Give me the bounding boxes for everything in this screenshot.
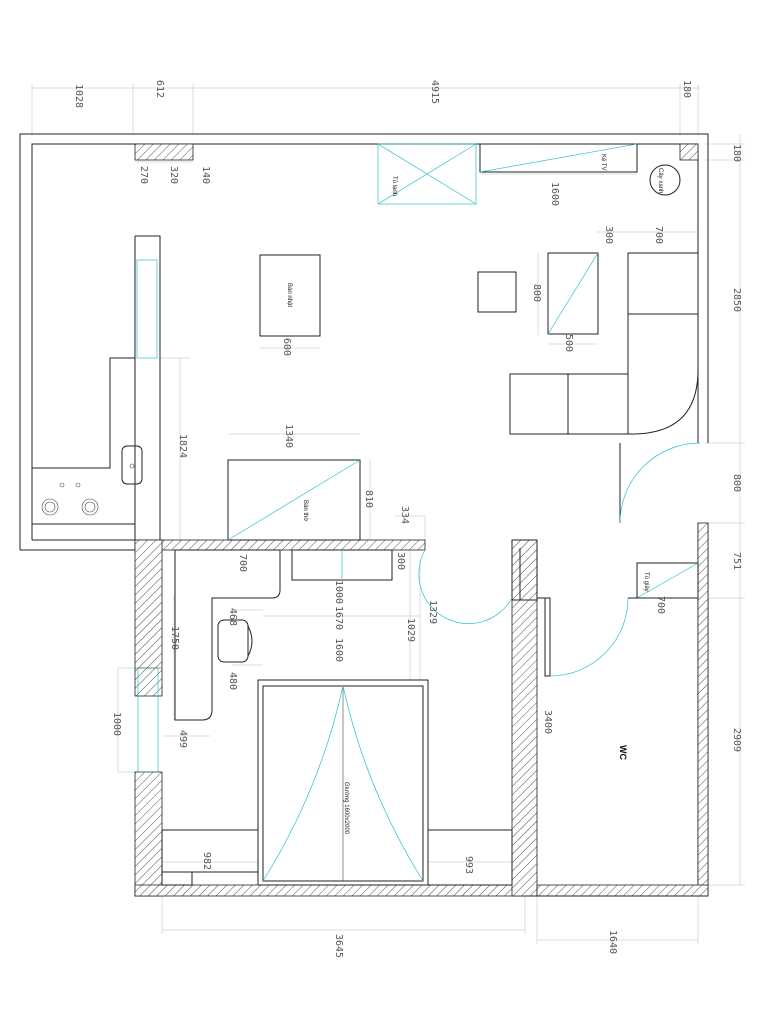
altar-table: Bàn thờ: [227, 459, 361, 541]
dim-top-180: 180: [681, 80, 692, 98]
dim-3645: 3645: [333, 934, 344, 958]
shoe-cabinet: Tủ giày: [636, 562, 699, 599]
bed-label: Giường 1600x2000: [343, 782, 349, 835]
dim-right-800: 800: [731, 474, 742, 492]
dim-468: 468: [227, 608, 238, 626]
kitchen-counter: [32, 235, 161, 540]
dim-810: 810: [363, 490, 374, 508]
dim-1000-win: 1000: [111, 712, 122, 736]
window-bedroom: [135, 667, 162, 773]
dim-993: 993: [463, 856, 474, 874]
dim-800-table: 800: [531, 284, 542, 302]
bed: Giường 1600x2000: [257, 679, 429, 886]
dimension-texts: 1028 612 4915 180 180 2850 800 751 2909 …: [73, 80, 742, 958]
plant-label: Cây xanh: [657, 168, 663, 193]
dim-1750: 1750: [169, 626, 180, 650]
dim-499: 499: [177, 730, 188, 748]
dim-700-sofa: 700: [653, 226, 664, 244]
entrance-door: [619, 442, 701, 524]
japanese-table-label: Bàn nhật: [286, 283, 292, 307]
fridge: Tủ lạnh: [377, 143, 477, 205]
dim-3400: 3400: [542, 710, 553, 734]
dim-1029: 1029: [405, 618, 416, 642]
dim-1000-shelf: 1000: [333, 580, 344, 604]
wc-label: WC: [618, 745, 628, 760]
dim-700-shoe: 700: [655, 596, 666, 614]
dim-top-4915: 4915: [429, 80, 440, 104]
dim-700-desk: 700: [237, 554, 248, 572]
dim-140: 140: [200, 166, 211, 184]
desk: [174, 549, 281, 721]
dim-300: 300: [603, 226, 614, 244]
dim-300-shelf: 300: [395, 552, 406, 570]
dim-right-180: 180: [731, 144, 742, 162]
dim-600: 600: [281, 338, 292, 356]
tv-shelf-label: Kệ TV: [600, 154, 606, 171]
dim-right-751: 751: [731, 552, 742, 570]
side-table: [477, 271, 517, 313]
dim-500: 500: [563, 334, 574, 352]
dim-1340: 1340: [283, 424, 294, 448]
dim-1600-bed: 1600: [333, 638, 344, 662]
dim-right-2909: 2909: [731, 728, 742, 752]
dim-480: 480: [227, 672, 238, 690]
dim-1600-tv: 1600: [549, 182, 560, 206]
dim-334: 334: [399, 506, 410, 524]
tv-shelf: Kệ TV: [479, 143, 638, 173]
dim-1824: 1824: [177, 434, 188, 458]
dim-1670: 1670: [333, 606, 344, 630]
dim-320: 320: [168, 166, 179, 184]
dim-1640: 1640: [607, 930, 618, 954]
coffee-table: [547, 252, 599, 335]
dim-top-1028: 1028: [73, 84, 84, 108]
bedside-left: [161, 829, 259, 873]
dim-982: 982: [201, 852, 212, 870]
bedroom-door: [418, 549, 513, 625]
sofa: [509, 252, 699, 435]
wc-door: [537, 597, 698, 677]
bedside-right: [427, 829, 513, 886]
dim-1329: 1329: [427, 600, 438, 624]
fridge-label: Tủ lạnh: [391, 176, 398, 196]
japanese-table: Bàn nhật: [259, 254, 321, 337]
dim-top-612: 612: [154, 80, 165, 98]
altar-label: Bàn thờ: [302, 500, 308, 521]
dim-270: 270: [138, 166, 149, 184]
dimension-lines: [31, 84, 745, 944]
shoe-cabinet-label: Tủ giày: [643, 572, 650, 592]
dim-right-2850: 2850: [731, 288, 742, 312]
walls: [19, 133, 709, 897]
plant: Cây xanh: [649, 164, 681, 196]
